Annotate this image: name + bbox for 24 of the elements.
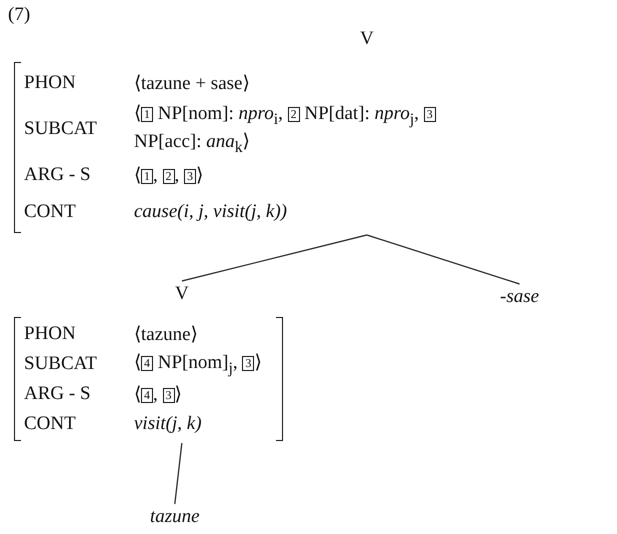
feature-name: CONT [24,413,77,435]
feature-name: PHON [24,72,77,94]
feature-value: visit(j, k) [134,413,202,435]
leaf-word: -sase [500,286,540,307]
feature-name: CONT [24,201,77,224]
branch-line [174,442,182,504]
feature-value: ⟨1 NP[nom]: npro$_{i}$, 2 NP[dat]: npro$_{j}$, 3 NP[acc]: ana$_{k}$⟩ [134,101,459,157]
branch-line [366,234,520,285]
branch-line [182,234,368,282]
leaf-word: tazune [150,506,200,527]
feature-name: ARG - S [24,164,92,186]
feature-name: ARG - S [24,383,92,405]
feature-value: ⟨1, 2, 3⟩ [134,164,203,188]
feature-value: ⟨4 NP[nom]$_{j}$, 3⟩ [134,351,262,378]
feature-value: ⟨4, 3⟩ [134,383,182,406]
feature-value: cause(i, j, visit(j, k)) [134,201,288,224]
feature-name: PHON [24,323,77,345]
feature-value: ⟨tazune⟩ [134,323,198,346]
example-number: (7) [8,4,30,26]
feature-name: SUBCAT [24,353,98,375]
category-label: V [175,283,189,305]
feature-value: ⟨tazune + sase⟩ [134,72,250,94]
feature-name: SUBCAT [24,118,98,140]
category-label: V [360,28,374,50]
